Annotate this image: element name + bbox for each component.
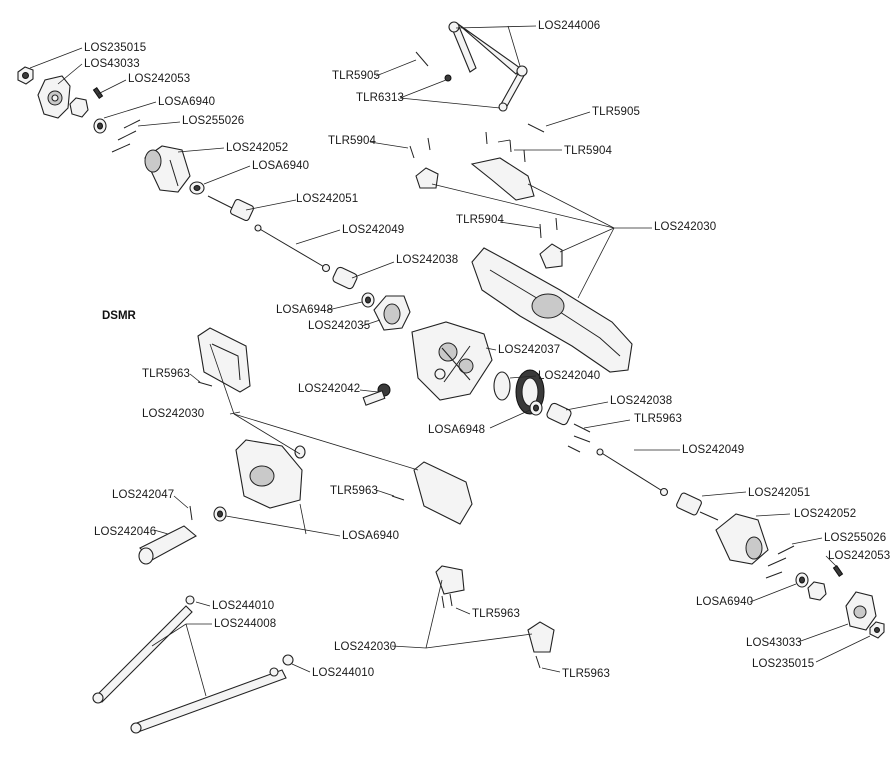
part-label: LOS242053 <box>128 73 191 85</box>
part-label: TLR5963 <box>562 668 611 680</box>
part-label: LOS242042 <box>298 383 361 395</box>
part-label: LOS242052 <box>794 508 857 520</box>
lower-link-part <box>95 605 193 703</box>
link-mount-part <box>435 565 465 595</box>
part-label: TLR5904 <box>328 135 377 147</box>
part-label: LOS235015 <box>84 42 147 54</box>
part-label: TLR5963 <box>330 485 379 497</box>
part-label: LOS235015 <box>752 658 815 670</box>
part-label: LOS242037 <box>498 344 561 356</box>
part-label: LOSA6940 <box>158 96 216 108</box>
section-title: DSMR <box>102 310 136 322</box>
part-label: LOS244006 <box>538 20 601 32</box>
part-label: LOSA6948 <box>428 424 486 436</box>
part-label: LOS242047 <box>112 489 175 501</box>
part-label: LOS244010 <box>312 667 375 679</box>
part-label: LOS242035 <box>308 320 371 332</box>
link-mount-part <box>415 167 439 189</box>
part-label: TLR6313 <box>356 92 405 104</box>
output-cup-part <box>229 198 255 222</box>
part-label: TLR5963 <box>472 608 521 620</box>
part-label: TLR5904 <box>456 214 505 226</box>
part-label: LOS242030 <box>334 641 397 653</box>
part-label: LOSA6940 <box>342 530 400 542</box>
part-label: LOSA6940 <box>252 160 310 172</box>
part-label: LOS242030 <box>654 221 717 233</box>
part-label: LOS244008 <box>214 618 277 630</box>
part-label: LOS242046 <box>94 526 157 538</box>
gearbox-cover-part <box>197 327 251 393</box>
center-diff-parts <box>362 321 885 639</box>
part-label: LOS255026 <box>824 532 887 544</box>
bottom-link-parts <box>92 565 555 734</box>
hex-hub-part <box>69 97 89 118</box>
lower-link-part <box>133 669 287 733</box>
drive-hub-part <box>715 513 769 565</box>
part-label: LOSA6940 <box>696 596 754 608</box>
part-label: LOS242038 <box>610 395 673 407</box>
part-label: LOS242038 <box>396 254 459 266</box>
part-label: LOS244010 <box>212 600 275 612</box>
part-label: LOS242040 <box>538 370 601 382</box>
part-label: TLR5905 <box>332 70 381 82</box>
part-label: LOS255026 <box>182 115 245 127</box>
part-label: LOS242049 <box>342 224 405 236</box>
part-label: LOS242052 <box>226 142 289 154</box>
part-label: LOS242030 <box>142 408 205 420</box>
top-left-axle-parts <box>17 66 411 331</box>
dsmr-parts <box>138 327 473 565</box>
link-mount-part <box>539 243 563 269</box>
part-label: LOS242051 <box>296 193 359 205</box>
link-mount-part <box>470 157 535 201</box>
top-right-parts <box>409 21 633 373</box>
part-label: LOSA6948 <box>276 304 334 316</box>
part-label: LOS43033 <box>84 58 140 70</box>
part-label: TLR5904 <box>564 145 613 157</box>
diff-housing-part <box>411 321 493 401</box>
part-label: LOS242051 <box>748 487 811 499</box>
part-label: LOS242053 <box>828 550 891 562</box>
part-label: LOS43033 <box>746 637 802 649</box>
part-label: TLR5963 <box>634 413 683 425</box>
part-label: TLR5905 <box>592 106 641 118</box>
leader-lines <box>29 25 871 697</box>
part-label: LOS242049 <box>682 444 745 456</box>
link-mount-part <box>527 621 555 653</box>
part-label: TLR5963 <box>142 368 191 380</box>
